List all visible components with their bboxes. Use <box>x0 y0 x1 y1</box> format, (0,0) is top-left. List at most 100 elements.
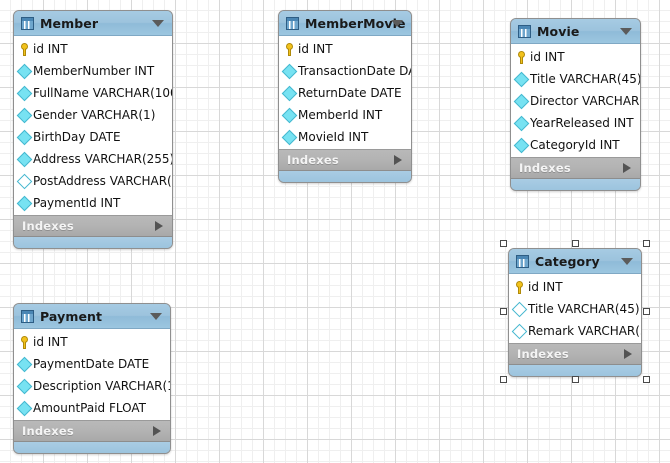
column-row[interactable]: MemberId INT <box>279 104 411 126</box>
column-row[interactable]: id INT <box>279 38 411 60</box>
column-label: FullName VARCHAR(100) <box>33 86 173 100</box>
chevron-right-icon[interactable] <box>623 163 631 173</box>
indexes-label: Indexes <box>22 219 74 233</box>
column-row[interactable]: Description VARCHAR(100) <box>14 375 170 397</box>
column-icon <box>513 137 530 153</box>
table-columns-category: id INT Title VARCHAR(45) Remark VARCHAR(50… <box>509 274 641 344</box>
table-title: Category <box>535 253 600 269</box>
resize-handle-w[interactable] <box>500 308 507 315</box>
column-label: PaymentDate DATE <box>33 357 150 371</box>
column-row[interactable]: id INT <box>14 38 172 60</box>
column-row[interactable]: Remark VARCHAR(500) <box>509 320 641 342</box>
table-header-membermovie[interactable]: MemberMovie <box>279 11 411 36</box>
table-node-membermovie[interactable]: MemberMovie id INT TransactionDate DATE Ret… <box>278 10 412 183</box>
indexes-section-member[interactable]: Indexes <box>14 216 172 237</box>
chevron-right-icon[interactable] <box>153 426 161 436</box>
column-row[interactable]: Title VARCHAR(45) <box>509 298 641 320</box>
column-row[interactable]: AmountPaid FLOAT <box>14 397 170 419</box>
column-row[interactable]: PaymentId INT <box>14 192 172 214</box>
table-title: Movie <box>537 23 580 39</box>
table-header-movie[interactable]: Movie <box>511 19 640 44</box>
column-row[interactable]: PaymentDate DATE <box>14 353 170 375</box>
resize-handle-ne[interactable] <box>643 240 650 247</box>
table-footer <box>511 179 640 190</box>
chevron-right-icon[interactable] <box>394 155 402 165</box>
table-node-movie[interactable]: Movie id INT Title VARCHAR(45) Director VAR… <box>510 18 641 191</box>
indexes-section-movie[interactable]: Indexes <box>511 158 640 179</box>
chevron-down-icon[interactable] <box>621 258 633 265</box>
column-row[interactable]: Director VARCHAR(45) <box>511 90 640 112</box>
column-row[interactable]: BirthDay DATE <box>14 126 172 148</box>
column-row[interactable]: id INT <box>509 276 641 298</box>
resize-handle-s[interactable] <box>571 376 579 383</box>
chevron-down-icon[interactable] <box>620 28 632 35</box>
column-label: MemberNumber INT <box>33 64 155 78</box>
table-footer <box>279 171 411 182</box>
table-columns-payment: id INT PaymentDate DATE Description VARCHA… <box>14 329 170 421</box>
table-node-member[interactable]: Member id INT MemberNumber INT FullName VAR… <box>13 10 173 249</box>
table-columns-membermovie: id INT TransactionDate DATE ReturnDate DAT… <box>279 36 411 150</box>
column-label: TransactionDate DATE <box>298 64 411 78</box>
primary-key-icon <box>19 335 30 349</box>
column-row[interactable]: MovieId INT <box>279 126 411 148</box>
column-label: MovieId INT <box>298 130 369 144</box>
column-label: AmountPaid FLOAT <box>33 401 146 415</box>
table-node-category[interactable]: Category id INT Title VARCHAR(45) Remark VA… <box>508 248 642 377</box>
resize-handle-n[interactable] <box>571 240 579 247</box>
column-row[interactable]: ReturnDate DATE <box>279 82 411 104</box>
chevron-right-icon[interactable] <box>624 349 632 359</box>
column-label: id INT <box>33 42 68 56</box>
chevron-down-icon[interactable] <box>391 20 403 27</box>
column-icon <box>16 107 33 123</box>
column-row[interactable]: MemberNumber INT <box>14 60 172 82</box>
chevron-down-icon[interactable] <box>152 20 164 27</box>
resize-handle-e[interactable] <box>643 308 650 315</box>
column-row[interactable]: Title VARCHAR(45) <box>511 68 640 90</box>
table-title: MemberMovie <box>305 15 406 31</box>
column-label: id INT <box>528 280 563 294</box>
table-title: Member <box>40 15 99 31</box>
table-header-payment[interactable]: Payment <box>14 304 170 329</box>
column-row[interactable]: FullName VARCHAR(100) <box>14 82 172 104</box>
resize-handle-nw[interactable] <box>500 240 507 247</box>
primary-key-icon <box>284 42 295 56</box>
table-footer <box>509 365 641 376</box>
table-icon <box>518 24 531 38</box>
column-label: BirthDay DATE <box>33 130 121 144</box>
column-row[interactable]: YearReleased INT <box>511 112 640 134</box>
column-icon <box>513 115 530 131</box>
column-row[interactable]: id INT <box>14 331 170 353</box>
column-label: Title VARCHAR(45) <box>528 302 640 316</box>
column-label: Title VARCHAR(45) <box>530 72 641 86</box>
chevron-right-icon[interactable] <box>155 221 163 231</box>
column-icon <box>281 85 298 101</box>
column-row[interactable]: PostAddress VARCHAR(255) <box>14 170 172 192</box>
table-header-category[interactable]: Category <box>509 249 641 274</box>
indexes-label: Indexes <box>22 424 74 438</box>
column-icon <box>513 93 530 109</box>
resize-handle-sw[interactable] <box>500 376 507 383</box>
indexes-section-payment[interactable]: Indexes <box>14 421 170 442</box>
resize-handle-se[interactable] <box>643 376 650 383</box>
column-nullable-icon <box>511 301 528 317</box>
column-icon <box>16 63 33 79</box>
table-icon <box>21 16 34 30</box>
indexes-section-category[interactable]: Indexes <box>509 344 641 365</box>
column-row[interactable]: TransactionDate DATE <box>279 60 411 82</box>
table-header-member[interactable]: Member <box>14 11 172 36</box>
chevron-down-icon[interactable] <box>150 313 162 320</box>
column-row[interactable]: Address VARCHAR(255) <box>14 148 172 170</box>
column-row[interactable]: CategoryId INT <box>511 134 640 156</box>
column-icon <box>16 151 33 167</box>
indexes-section-membermovie[interactable]: Indexes <box>279 150 411 171</box>
column-row[interactable]: Gender VARCHAR(1) <box>14 104 172 126</box>
column-label: Gender VARCHAR(1) <box>33 108 156 122</box>
table-columns-movie: id INT Title VARCHAR(45) Director VARCHAR(… <box>511 44 640 158</box>
column-row[interactable]: id INT <box>511 46 640 68</box>
column-label: ReturnDate DATE <box>298 86 402 100</box>
column-icon <box>281 107 298 123</box>
column-label: PaymentId INT <box>33 196 121 210</box>
column-icon <box>16 400 33 416</box>
